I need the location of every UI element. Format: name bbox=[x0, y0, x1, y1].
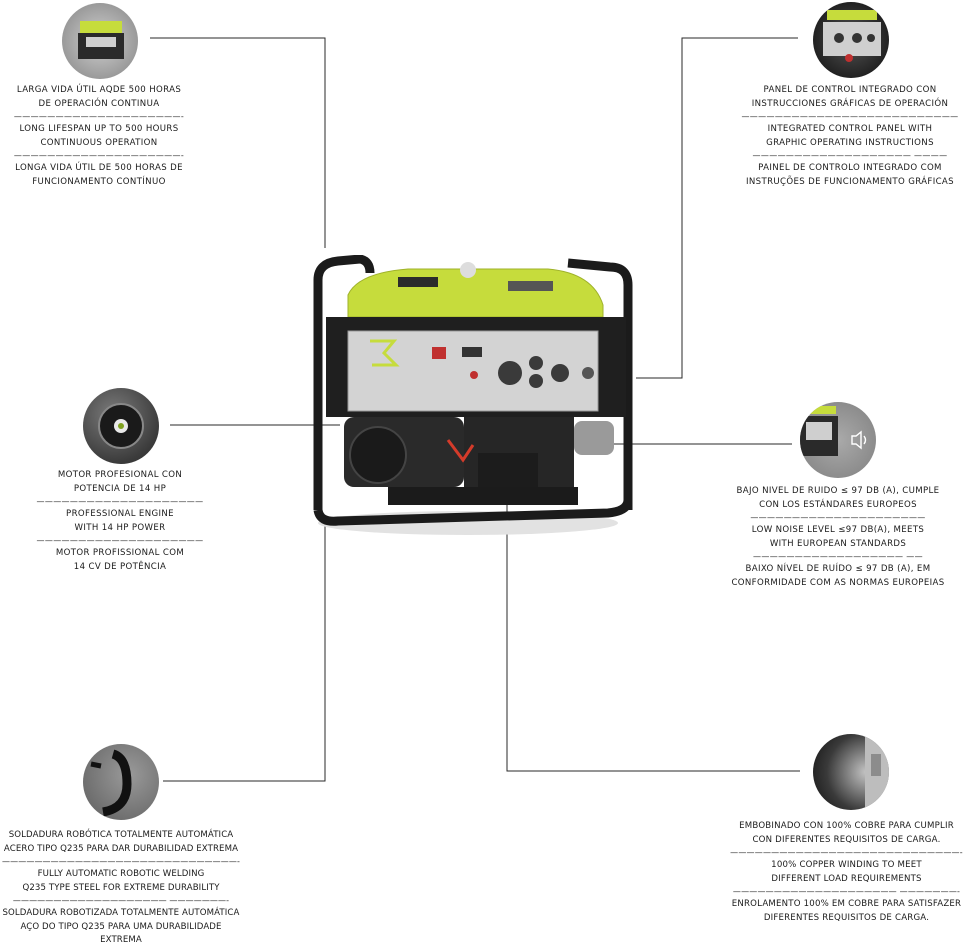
connector-copper bbox=[506, 478, 800, 772]
generator-icon bbox=[313, 255, 633, 535]
welding-en-line2: Q235 TYPE STEEL FOR EXTREME DURABILITY bbox=[22, 882, 220, 893]
noise-separator-2: —————————————————— —— bbox=[753, 552, 923, 561]
callout-welding: SOLDADURA ROBÓTICA TOTALMENTE AUTOMÁTICA… bbox=[0, 829, 242, 948]
copper-pt-line1: ENROLAMENTO 100% EM COBRE PARA SATISFAZE… bbox=[731, 899, 962, 909]
lifespan-pt-line2: FUNCIONAMENTO CONTÍNUO bbox=[32, 176, 166, 187]
speaker-icon bbox=[851, 430, 867, 450]
engine-separator-1: ———————————————————— bbox=[36, 497, 204, 506]
callout-noise: BAJO NIVEL DE RUIDO ≤ 97 DB (A), CUMPLE … bbox=[722, 485, 954, 590]
panel-es-line2: INSTRUCCIONES GRÁFICAS DE OPERACIÓN bbox=[751, 98, 949, 109]
noise-es-line1: BAJO NIVEL DE RUIDO ≤ 97 DB (A), CUMPLE bbox=[736, 486, 940, 496]
panel-en-line1: INTEGRATED CONTROL PANEL WITH bbox=[767, 124, 933, 134]
noise-pt-line1: BAIXO NÍVEL DE RUÍDO ≤ 97 DB (A), EM bbox=[745, 564, 931, 574]
copper-es-line2: CON DIFERENTES REQUISITOS DE CARGA. bbox=[752, 834, 941, 845]
copper-winding-thumbnail-icon bbox=[813, 734, 889, 810]
panel-es-line1: PANEL DE CONTROL INTEGRADO CON bbox=[763, 85, 937, 95]
control-panel-thumbnail-icon bbox=[813, 2, 889, 78]
engine-pt-line2: 14 CV DE POTÊNCIA bbox=[73, 561, 167, 572]
copper-pt-line2: DIFERENTES REQUISITOS DE CARGA. bbox=[763, 912, 930, 923]
engine-separator-2: ———————————————————— bbox=[36, 536, 204, 545]
panel-pt-line2: INSTRUÇÕES DE FUNCIONAMENTO GRÁFICAS bbox=[746, 176, 954, 187]
connector-panel bbox=[636, 37, 798, 379]
lifespan-separator-1: ————————————————————- bbox=[13, 112, 185, 121]
callout-panel: PANEL DE CONTROL INTEGRADO CON INSTRUCCI… bbox=[735, 84, 965, 189]
welding-pt-line2: AÇO DO TIPO Q235 PARA UMA DURABILIDADE E… bbox=[20, 921, 222, 946]
welding-pt-line1: SOLDADURA ROBOTIZADA TOTALMENTE AUTOMÁTI… bbox=[2, 908, 240, 918]
noise-en-line2: WITH EUROPEAN STANDARDS bbox=[769, 538, 907, 549]
engine-es-line1: MOTOR PROFESIONAL CON bbox=[57, 470, 183, 480]
welding-es-line2: ACERO TIPO Q235 PARA DAR DURABILIDAD EXT… bbox=[3, 843, 239, 854]
engine-es-line2: POTENCIA DE 14 HP bbox=[73, 483, 167, 494]
engine-en-line1: PROFESSIONAL ENGINE bbox=[66, 509, 174, 519]
connector-lifespan bbox=[150, 37, 326, 248]
engine-en-line2: WITH 14 HP POWER bbox=[74, 522, 166, 533]
copper-es-line1: EMBOBINADO CON 100% COBRE PARA CUMPLIR bbox=[739, 821, 954, 831]
lifespan-es-line1: LARGA VIDA ÚTIL AQDE 500 HORAS bbox=[16, 85, 182, 95]
copper-en-line2: DIFFERENT LOAD REQUIREMENTS bbox=[771, 873, 922, 884]
welding-separator-1: —————————————————————————————- bbox=[2, 857, 240, 866]
lifespan-pt-line1: LONGA VIDA ÚTIL DE 500 HORAS DE bbox=[15, 163, 183, 173]
welding-separator-2: ——————————————————— ———————- bbox=[12, 896, 230, 905]
copper-en-line1: 100% COPPER WINDING TO MEET bbox=[771, 860, 922, 870]
welding-es-line1: SOLDADURA ROBÓTICA TOTALMENTE AUTOMÁTICA bbox=[8, 830, 234, 840]
noise-en-line1: LOW NOISE LEVEL ≤97 DB(A), MEETS bbox=[751, 525, 925, 535]
engine-pt-line1: MOTOR PROFISSIONAL COM bbox=[55, 548, 185, 558]
lifespan-en-line1: LONG LIFESPAN UP TO 500 HOURS bbox=[19, 124, 179, 134]
lifespan-separator-2: ————————————————————- bbox=[13, 151, 185, 160]
noise-es-line2: CON LOS ESTÁNDARES EUROPEOS bbox=[759, 499, 917, 510]
callout-copper: EMBOBINADO CON 100% COBRE PARA CUMPLIR C… bbox=[728, 820, 965, 925]
connector-welding bbox=[163, 520, 326, 782]
callout-lifespan: LARGA VIDA ÚTIL AQDE 500 HORAS DE OPERAC… bbox=[0, 84, 198, 189]
callout-engine: MOTOR PROFESIONAL CON POTENCIA DE 14 HP … bbox=[30, 469, 210, 574]
panel-en-line2: GRAPHIC OPERATING INSTRUCTIONS bbox=[766, 137, 934, 148]
panel-separator-1: —————————————————————————— bbox=[741, 112, 959, 121]
noise-thumbnail-icon bbox=[800, 402, 876, 478]
frame-weld-thumbnail-icon bbox=[83, 744, 159, 820]
copper-separator-2: ———————————————————— ———————- bbox=[732, 887, 961, 896]
panel-separator-2: ——————————————————— ———— bbox=[752, 151, 948, 160]
panel-pt-line1: PAINEL DE CONTROLO INTEGRADO COM bbox=[758, 163, 942, 173]
lifespan-en-line2: CONTINUOUS OPERATION bbox=[40, 137, 158, 148]
noise-pt-line2: CONFORMIDADE COM AS NORMAS EUROPEIAS bbox=[731, 577, 945, 588]
welding-en-line1: FULLY AUTOMATIC ROBOTIC WELDING bbox=[37, 869, 205, 879]
copper-separator-1: ————————————————————————————- bbox=[730, 848, 963, 857]
engine-thumbnail-icon bbox=[83, 388, 159, 464]
lifespan-es-line2: DE OPERACIÓN CONTINUA bbox=[38, 98, 160, 109]
generator-thumbnail-icon bbox=[62, 3, 138, 79]
noise-separator-1: ————————————————————— bbox=[750, 513, 926, 522]
